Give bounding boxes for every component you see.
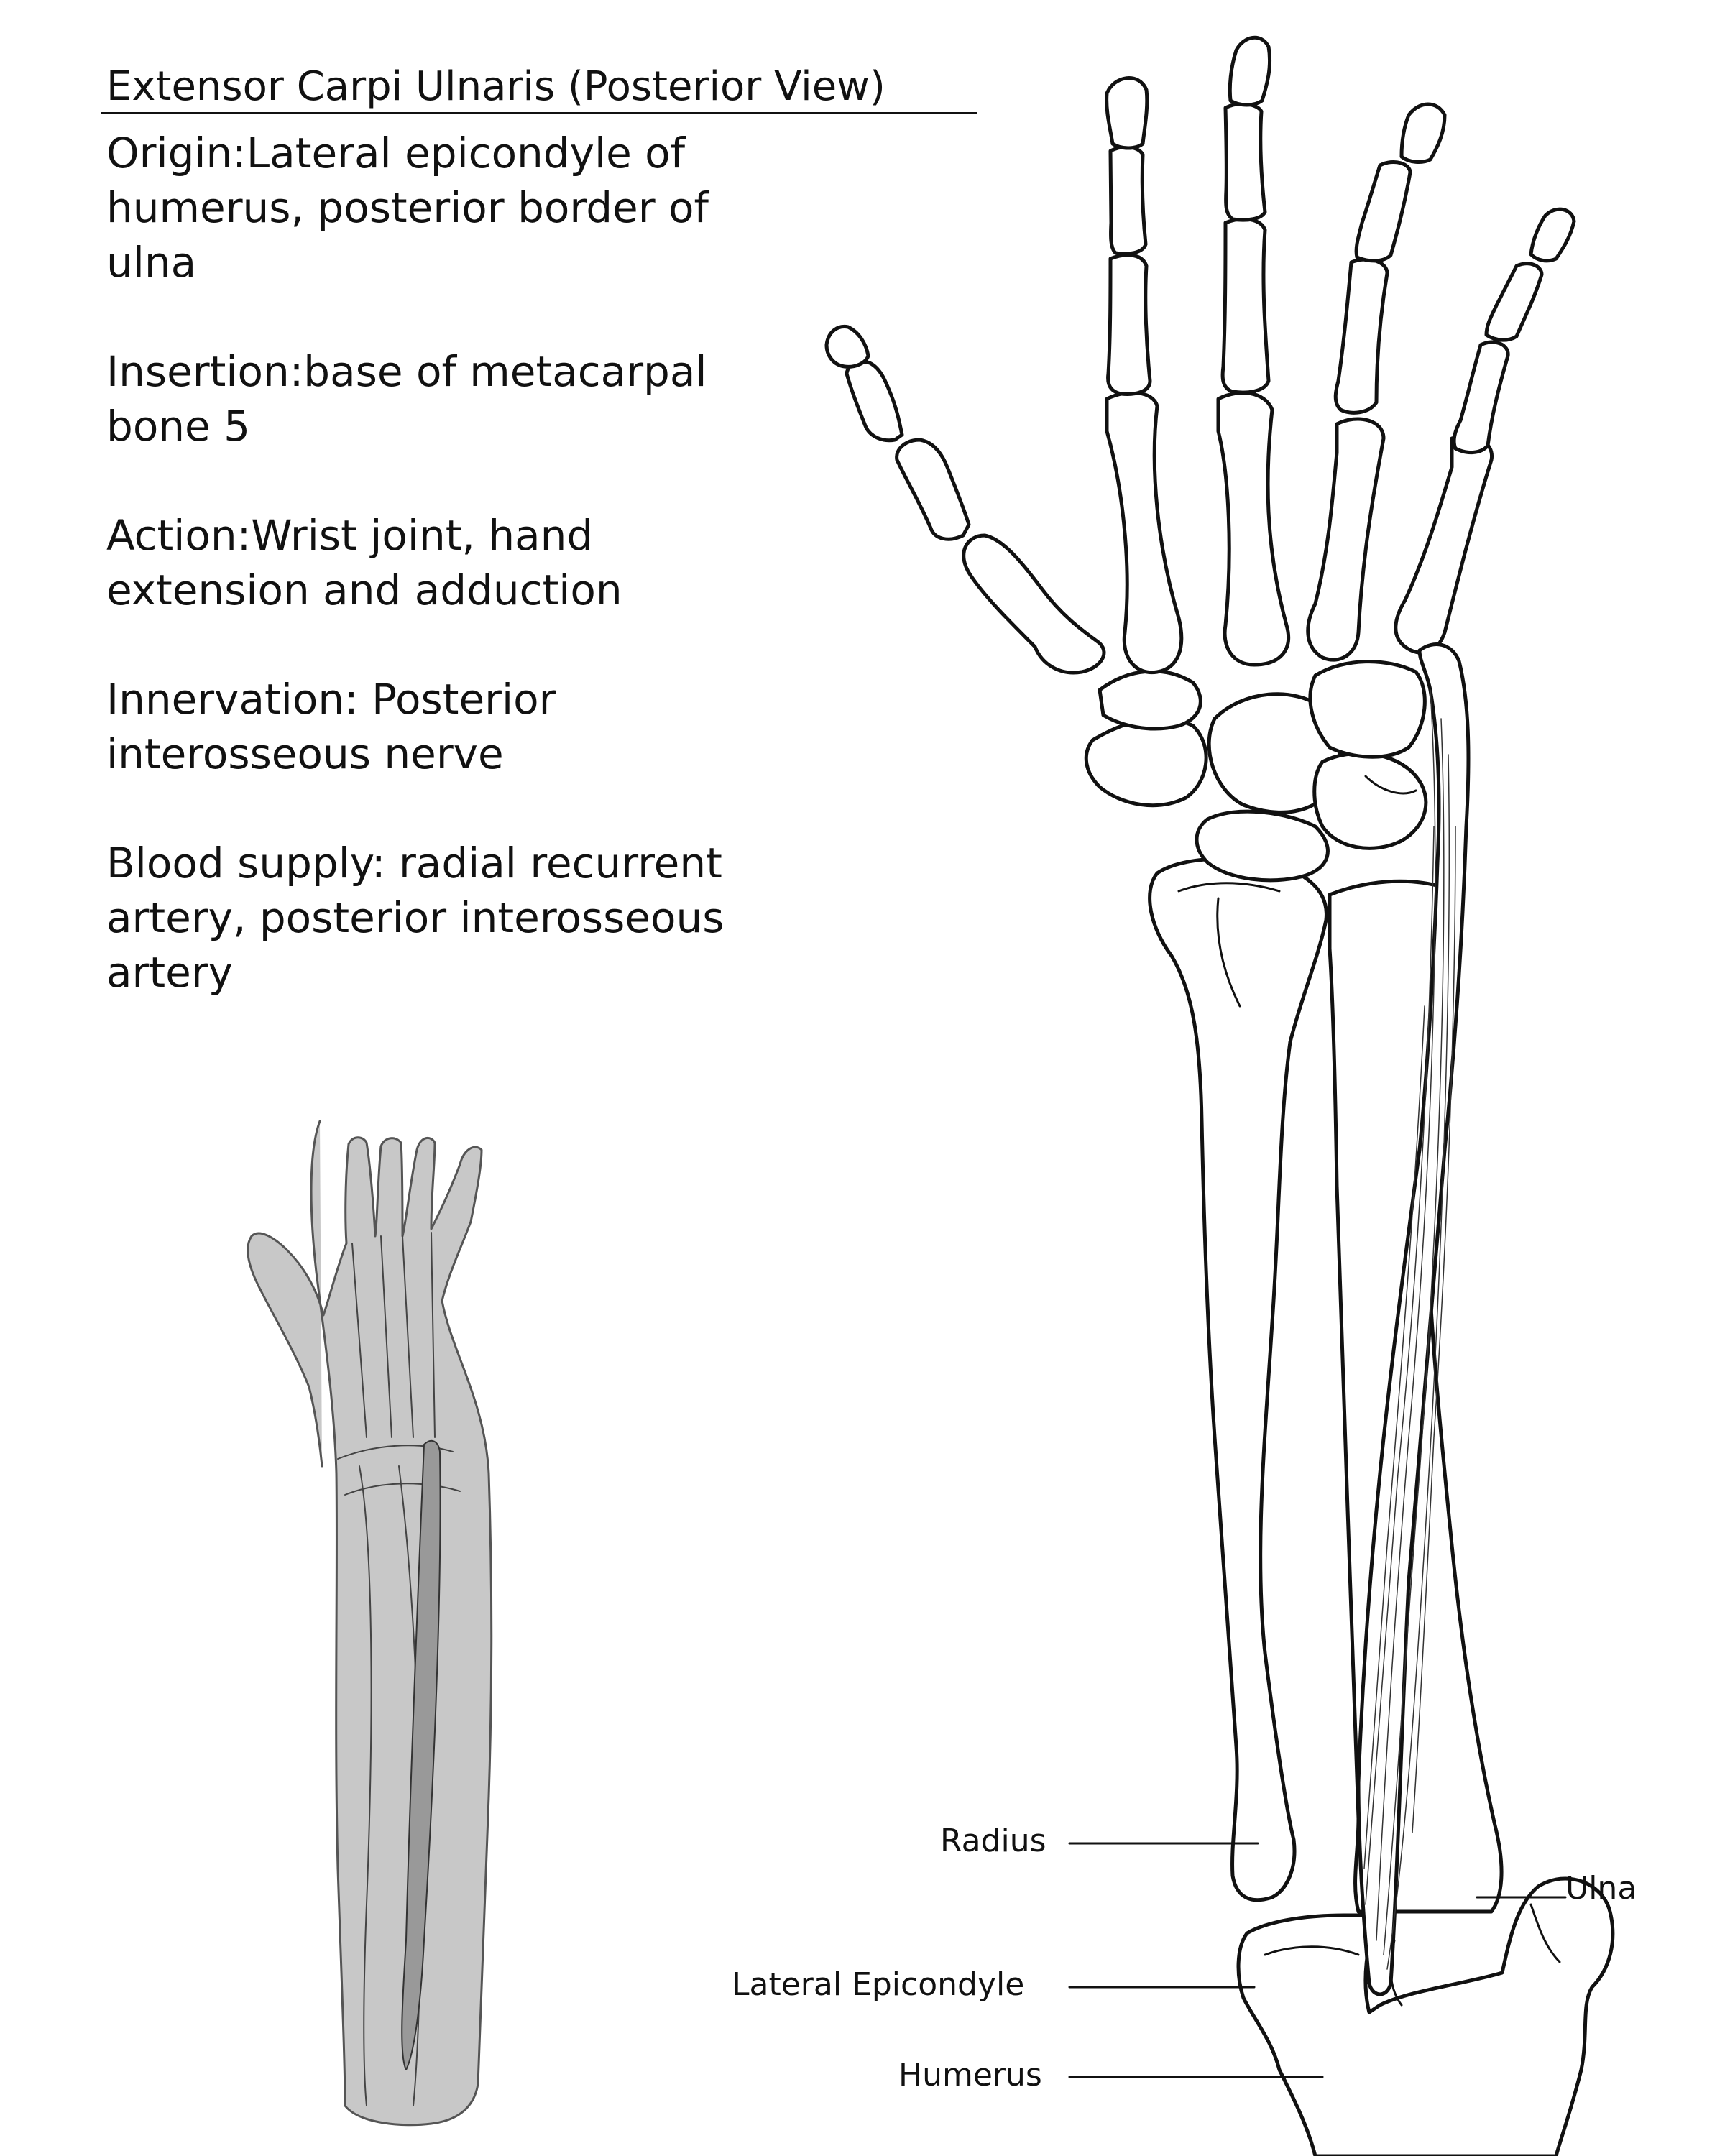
radius-bone [1148,857,1328,1902]
insertion-label: Insertion: [106,347,304,396]
lateral-epicondyle-label: Lateral Epicondyle [732,1966,1025,2003]
origin-block: Origin:Lateral epicondyle of humerus, po… [106,126,753,290]
extensor-carpi-ulnaris-muscle [1356,642,1471,1996]
radius-label: Radius [940,1823,1046,1859]
action-text: Wrist joint, hand extension and adductio… [106,511,622,614]
thumbnail-silhouette [247,1120,493,2127]
humerus-label: Humerus [898,2057,1042,2093]
diagram-title: Extensor Carpi Ulnaris (Posterior View) [106,63,886,110]
thumbnail-muscle [401,1439,441,2070]
origin-text: Lateral epicondyle of humerus, posterior… [106,129,709,287]
blood-supply-block: Blood supply: radial recurrent artery, p… [106,836,753,1000]
action-block: Action:Wrist joint, hand extension and a… [106,508,753,617]
callout-lines [1068,1842,1567,2078]
humerus-bone [1236,1876,1615,2156]
innervation-text: Posterior interosseous nerve [106,675,556,778]
blood-supply-text: radial recurrent artery, posterior inter… [106,839,724,997]
phalanx-bones [824,35,1576,541]
title-underline [101,112,978,114]
thumbnail-arm [247,1120,493,2127]
origin-label: Origin: [106,129,247,178]
metacarpal-bones [962,390,1494,675]
innervation-block: Innervation: Posterior interosseous nerv… [106,672,753,781]
innervation-label: Innervation: [106,675,372,724]
muscle-info-panel: Origin:Lateral epicondyle of humerus, po… [106,126,753,1054]
action-label: Action: [106,511,252,560]
ulna-label: Ulna [1565,1870,1637,1907]
carpal-bones [1084,660,1428,883]
blood-supply-label: Blood supply: [106,839,399,888]
insertion-text: base of metacarpal bone 5 [106,347,707,451]
insertion-block: Insertion:base of metacarpal bone 5 [106,344,753,453]
